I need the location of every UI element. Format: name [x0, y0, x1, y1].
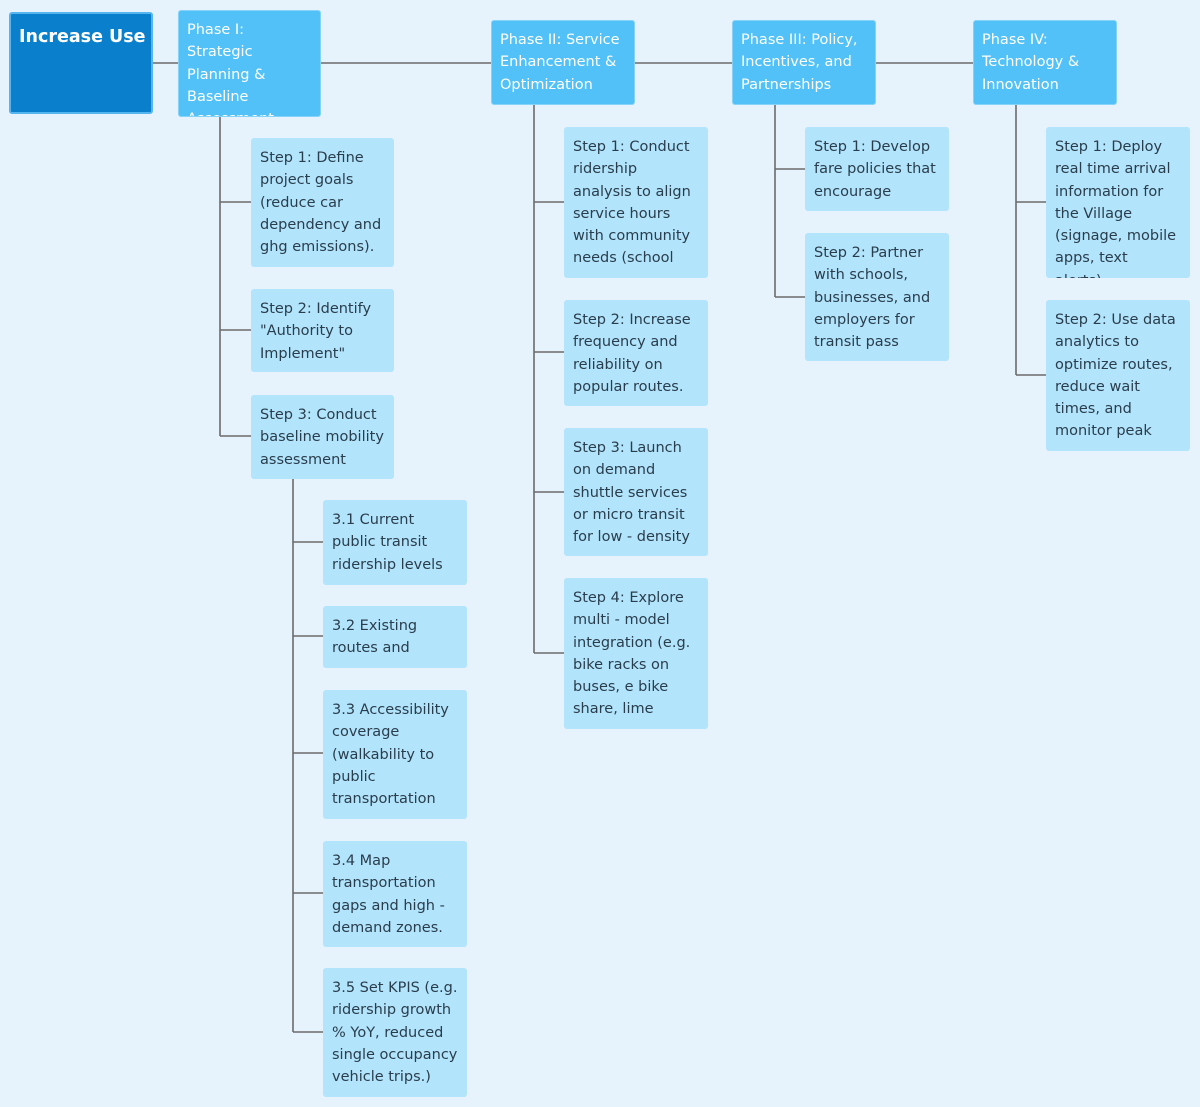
- connector-step3-children: [292, 479, 323, 1033]
- phase-2-topic[interactable]: Phase II: Service Enhancement & Optimiza…: [491, 20, 635, 105]
- phase-2-step-1[interactable]: Step 1: Conduct ridership analysis to al…: [564, 127, 708, 278]
- root-topic[interactable]: Increase Use of Public Transportatio: [9, 12, 153, 114]
- connector-phase1-steps: [219, 117, 251, 437]
- phase-4-topic[interactable]: Phase IV: Technology & Innovation: [973, 20, 1117, 105]
- connector-phase4-steps: [1015, 105, 1046, 376]
- step-3-subitem-5[interactable]: 3.5 Set KPIS (e.g. ridership growth % Yo…: [323, 968, 467, 1097]
- phase-1-step-2[interactable]: Step 2: Identify "Authority to Implement…: [251, 289, 394, 372]
- step-3-subitem-4[interactable]: 3.4 Map transportation gaps and high - d…: [323, 841, 467, 947]
- phase-4-step-1[interactable]: Step 1: Deploy real time arrival informa…: [1046, 127, 1190, 278]
- step-3-subitem-3[interactable]: 3.3 Accessibility coverage (walkability …: [323, 690, 467, 819]
- phase-2-step-4[interactable]: Step 4: Explore multi - model integratio…: [564, 578, 708, 729]
- step-3-subitem-2[interactable]: 3.2 Existing routes and: [323, 606, 467, 668]
- phase-1-step-1[interactable]: Step 1: Define project goals (reduce car…: [251, 138, 394, 267]
- phase-1-topic[interactable]: Phase I: Strategic Planning & Baseline A…: [178, 10, 321, 117]
- connector-phase3-steps: [774, 105, 805, 298]
- step-3-subitem-1[interactable]: 3.1 Current public transit ridership lev…: [323, 500, 467, 585]
- phase-2-step-3[interactable]: Step 3: Launch on demand shuttle service…: [564, 428, 708, 556]
- phase-3-topic[interactable]: Phase III: Policy, Incentives, and Partn…: [732, 20, 876, 105]
- phase-3-step-1[interactable]: Step 1: Develop fare policies that encou…: [805, 127, 949, 211]
- phase-2-step-2[interactable]: Step 2: Increase frequency and reliabili…: [564, 300, 708, 406]
- phase-3-step-2[interactable]: Step 2: Partner with schools, businesses…: [805, 233, 949, 361]
- phase-4-step-2[interactable]: Step 2: Use data analytics to optimize r…: [1046, 300, 1190, 451]
- connector-phase2-steps: [533, 105, 564, 654]
- phase-1-step-3[interactable]: Step 3: Conduct baseline mobility assess…: [251, 395, 394, 479]
